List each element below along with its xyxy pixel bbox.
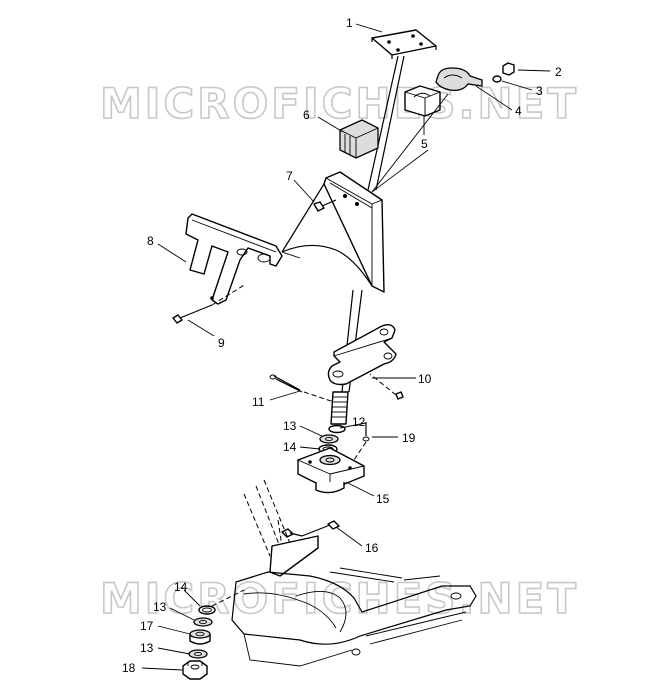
part-5-clamp-lower xyxy=(404,85,441,117)
callout-4: 4 xyxy=(515,104,522,118)
callout-13-lower-b: 13 xyxy=(140,641,154,655)
callout-13-upper: 13 xyxy=(283,419,297,433)
callout-11: 11 xyxy=(252,395,265,409)
part-13-washer-upper xyxy=(319,434,339,444)
pitman-arm xyxy=(327,323,397,386)
callout-6: 6 xyxy=(303,108,310,122)
assembly-axis-lower xyxy=(211,589,245,607)
callout-5: 5 xyxy=(421,137,428,151)
callout-labels: 1 2 3 4 5 6 7 8 9 10 11 12 13 14 15 16 1… xyxy=(122,16,562,675)
part-3-washer xyxy=(492,75,502,83)
part-13-washer-lower-a xyxy=(193,617,213,627)
callout-14-upper: 14 xyxy=(283,440,297,454)
part-4-clamp-upper xyxy=(435,67,483,92)
part-16-bolts xyxy=(281,520,340,538)
callout-19: 19 xyxy=(402,431,416,445)
callout-7: 7 xyxy=(286,169,293,183)
part-6-rubber-block xyxy=(339,119,379,159)
callout-13-lower-a: 13 xyxy=(153,600,167,614)
callout-2: 2 xyxy=(555,65,562,79)
part-10-bolt xyxy=(369,373,404,400)
part-7-bolt xyxy=(313,199,337,212)
part-2-nut xyxy=(502,62,515,76)
steering-post-upper xyxy=(367,55,405,191)
callout-16: 16 xyxy=(365,541,379,555)
callout-17: 17 xyxy=(140,619,154,633)
callout-10: 10 xyxy=(418,372,432,386)
part-18-castle-nut xyxy=(182,660,208,680)
callout-3: 3 xyxy=(536,84,543,98)
part-13-washer-lower-b xyxy=(188,649,208,659)
leader-lines xyxy=(141,23,551,671)
watermark-top: MICROFICHES.NET xyxy=(100,79,579,128)
part-9-bolt xyxy=(172,283,247,324)
part-14-o-ring-lower xyxy=(198,605,216,615)
mounting-bracket xyxy=(281,171,385,293)
callout-12: 12 xyxy=(352,415,366,429)
part-12-washer xyxy=(328,424,346,434)
callout-14-lower: 14 xyxy=(174,580,188,594)
callout-1: 1 xyxy=(346,16,353,30)
part-15-bearing-block xyxy=(297,447,365,494)
frame-lower xyxy=(231,479,477,667)
callout-9: 9 xyxy=(218,336,225,350)
part-1-top-plate xyxy=(371,29,437,59)
part-8-side-bracket xyxy=(185,213,283,305)
threaded-post xyxy=(330,391,349,425)
callout-15: 15 xyxy=(376,492,390,506)
watermark-bottom: MICROFICHES.NET xyxy=(100,574,579,623)
part-17-bearing xyxy=(189,629,211,645)
part-19-cotter xyxy=(353,422,370,461)
callout-8: 8 xyxy=(147,234,154,248)
callout-18: 18 xyxy=(122,661,136,675)
part-11-cotter-pin xyxy=(269,374,335,403)
